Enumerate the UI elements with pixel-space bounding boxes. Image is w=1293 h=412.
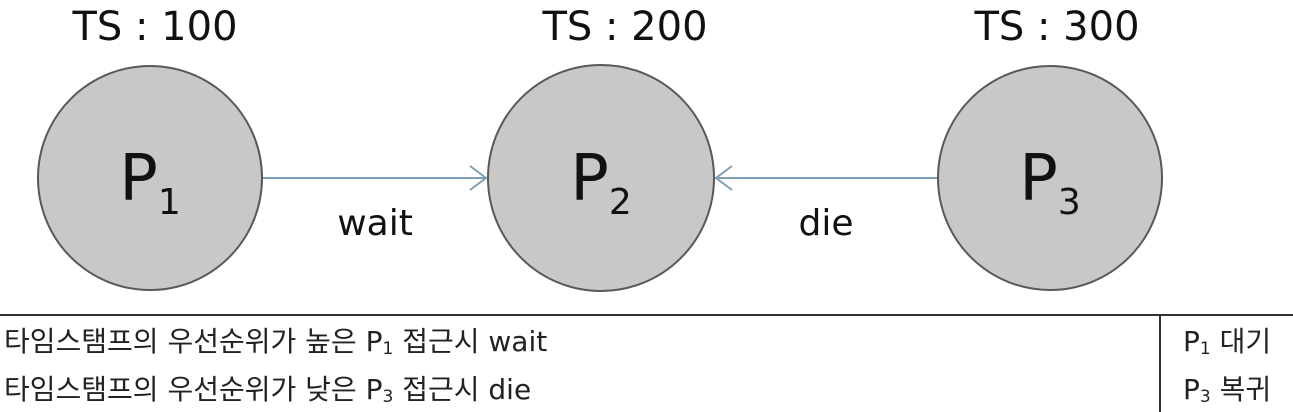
ts-label-p3: TS : 300 (973, 4, 1139, 50)
rule-result: P1 대기 (1159, 314, 1293, 364)
rule-result: P3 복귀 (1159, 364, 1293, 412)
svg-text:P2: P2 (570, 142, 632, 223)
node-p1: P1 (37, 65, 263, 291)
wait-die-diagram: TS : 100 TS : 200 TS : 300 wait die P1 P… (37, 4, 1163, 292)
node-p2-sub: 2 (609, 182, 632, 223)
ts-label-p1: TS : 100 (71, 4, 237, 50)
edge-label-die: die (798, 203, 853, 244)
edge-p3-p2 (714, 165, 940, 191)
rule-row-die: 타임스탬프의 우선순위가 낮은 P3 접근시 die P3 복귀 (0, 364, 1293, 412)
node-p3-letter: P (1019, 142, 1058, 216)
node-p1-sub: 1 (158, 182, 181, 223)
node-p3-sub: 3 (1058, 182, 1081, 223)
node-p2-letter: P (570, 142, 609, 216)
rule-description: 타임스탬프의 우선순위가 높은 P1 접근시 wait (0, 314, 1160, 364)
rule-table: 타임스탬프의 우선순위가 높은 P1 접근시 wait P1 대기 타임스탬프의… (0, 314, 1293, 412)
svg-text:P3: P3 (1019, 142, 1081, 223)
ts-label-p2: TS : 200 (541, 4, 707, 50)
edge-p1-p2 (262, 165, 488, 191)
node-p3: P3 (937, 65, 1163, 291)
node-p2: P2 (487, 64, 715, 292)
rule-row-wait: 타임스탬프의 우선순위가 높은 P1 접근시 wait P1 대기 (0, 314, 1293, 364)
edge-label-wait: wait (337, 203, 413, 244)
rule-description: 타임스탬프의 우선순위가 낮은 P3 접근시 die (4, 373, 532, 407)
node-p1-letter: P (119, 142, 158, 216)
svg-text:P1: P1 (119, 142, 181, 223)
